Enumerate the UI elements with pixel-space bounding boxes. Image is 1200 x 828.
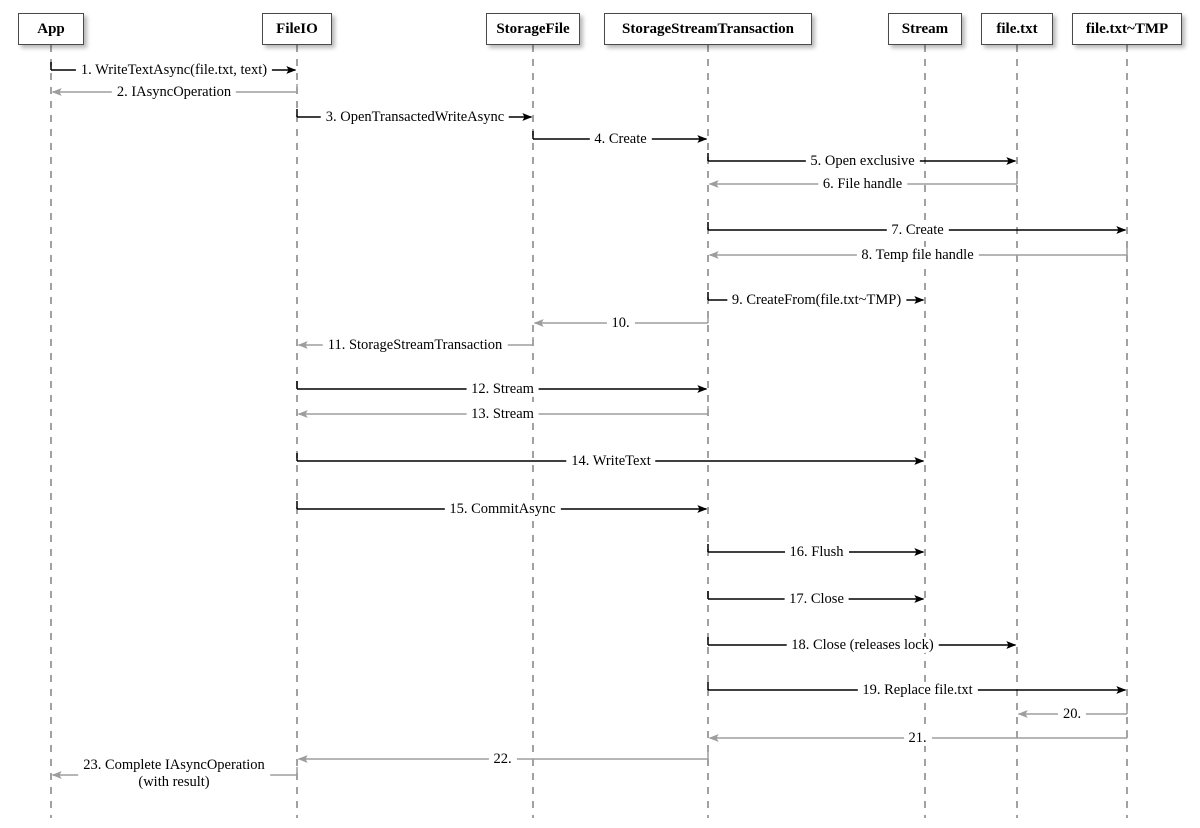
lifeline-header-stream[interactable]: Stream [888,13,962,45]
message-label-8: 8. Temp file handle [856,246,979,264]
message-label-line1: 19. Replace file.txt [862,681,973,698]
message-label-18: 18. Close (releases lock) [786,636,939,654]
message-label-16: 16. Flush [784,543,849,561]
lifeline-header-app[interactable]: App [18,13,84,45]
message-label-10: 10. [606,314,635,332]
message-label-line1: 6. File handle [822,175,903,192]
message-label-line1: 10. [611,314,630,331]
lifeline-header-label: FileIO [276,20,318,37]
message-label-line1: 8. Temp file handle [861,246,974,263]
message-label-line1: 1. WriteTextAsync(file.txt, text) [80,61,268,78]
message-label-5: 5. Open exclusive [805,152,920,170]
message-label-line1: 22. [493,750,512,767]
message-label-line1: 11. StorageStreamTransaction [327,336,503,353]
message-label-3: 3. OpenTransactedWriteAsync [320,108,510,126]
lifeline-header-label: file.txt~TMP [1085,20,1169,37]
message-label-line1: 7. Create [891,221,944,238]
message-label-line1: 20. [1062,705,1082,722]
message-label-23: 23. Complete IAsyncOperation(with result… [78,756,270,792]
message-label-line1: 16. Flush [789,543,844,560]
message-label-12: 12. Stream [466,380,539,398]
message-label-line1: 13. Stream [471,405,534,422]
lifeline-header-label: StorageFile [496,20,570,37]
lifeline-header-label: StorageStreamTransaction [622,20,794,37]
message-label-line1: 18. Close (releases lock) [791,636,934,653]
message-label-11: 11. StorageStreamTransaction [322,336,508,354]
message-label-line1: 23. Complete IAsyncOperation [83,756,265,773]
message-label-20: 20. [1057,705,1087,723]
lifeline-header-label: App [37,20,65,37]
message-label-1: 1. WriteTextAsync(file.txt, text) [75,61,273,79]
lifeline-header-storagefile[interactable]: StorageFile [486,13,580,45]
message-label-15: 15. CommitAsync [444,500,561,518]
message-label-17: 17. Close [784,590,849,608]
message-label-line1: 5. Open exclusive [810,152,915,169]
message-label-4: 4. Create [589,130,652,148]
message-label-14: 14. WriteText [566,452,656,470]
lifeline-header-label: Stream [901,20,949,37]
message-label-19: 19. Replace file.txt [857,681,978,699]
message-label-line1: 4. Create [594,130,647,147]
lifeline-header-filetxt[interactable]: file.txt [981,13,1053,45]
messages-layer [50,62,1128,779]
message-label-6: 6. File handle [817,175,908,193]
message-label-9: 9. CreateFrom(file.txt~TMP) [726,291,907,309]
lifeline-header-sstrans[interactable]: StorageStreamTransaction [604,13,812,45]
message-label-line1: 17. Close [789,590,844,607]
message-label-7: 7. Create [886,221,949,239]
message-label-line1: 14. WriteText [571,452,651,469]
message-label-line2: (with result) [138,774,210,790]
message-label-13: 13. Stream [466,405,539,423]
message-label-2: 2. IAsyncOperation [111,83,237,101]
message-label-21: 21. [903,729,932,747]
lifeline-header-label: file.txt [996,20,1038,37]
message-label-22: 22. [488,750,517,768]
lifeline-header-fileio[interactable]: FileIO [262,13,332,45]
message-label-line1: 9. CreateFrom(file.txt~TMP) [731,291,902,308]
message-label-line1: 3. OpenTransactedWriteAsync [325,108,505,125]
message-label-line1: 2. IAsyncOperation [116,83,232,100]
lifeline-header-filetmp[interactable]: file.txt~TMP [1072,13,1182,45]
message-label-line1: 21. [908,729,927,746]
message-label-line1: 15. CommitAsync [449,500,556,517]
message-label-line1: 12. Stream [471,380,534,397]
